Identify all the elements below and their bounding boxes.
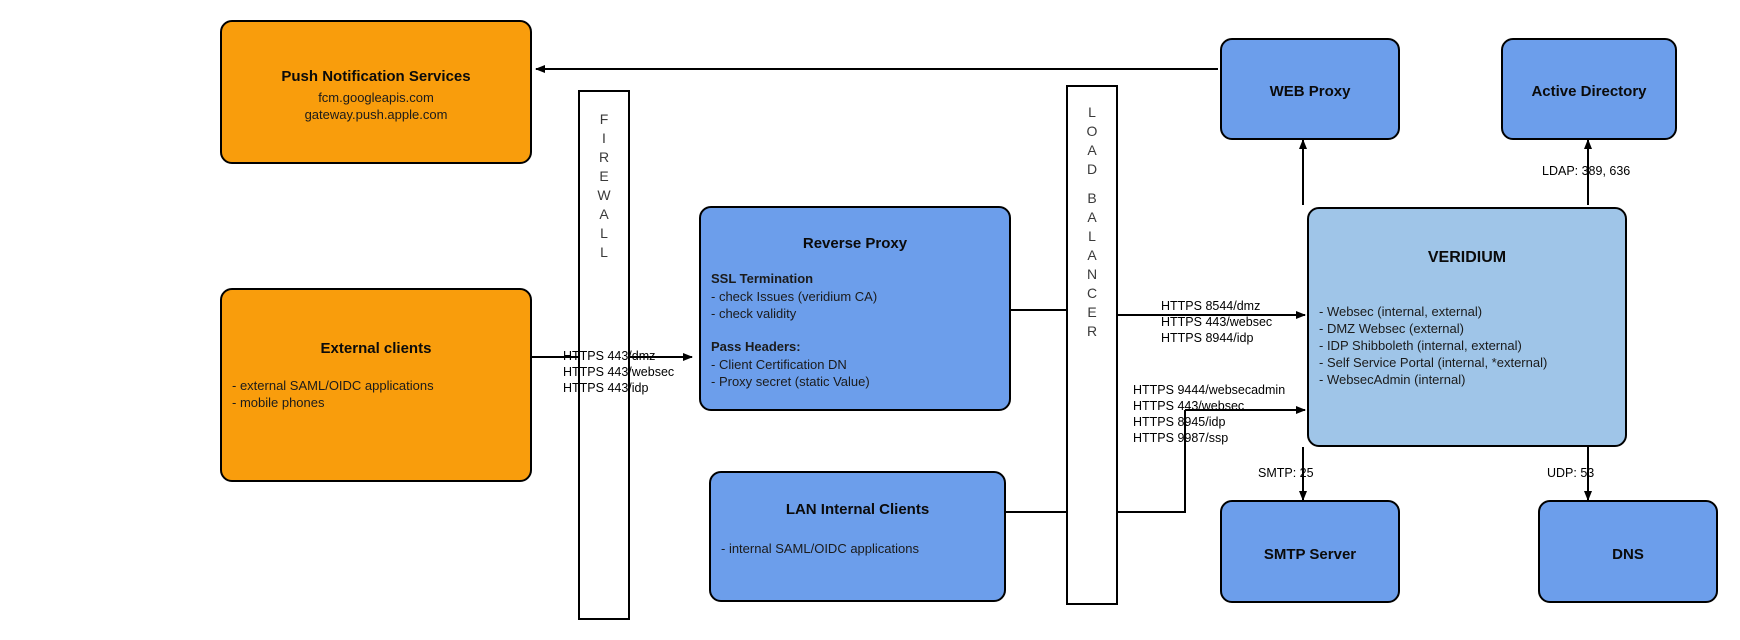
firewall-letter-3: E: [599, 168, 609, 184]
edge-label-clients-to-firewall-1: HTTPS 443/websec: [563, 365, 675, 379]
load-balancer-letter-b0: B: [1087, 190, 1097, 206]
firewall-letter-1: I: [602, 130, 606, 146]
edge-label-lb-upper-1: HTTPS 443/websec: [1161, 315, 1273, 329]
edge-label-lb-to-veridium-lower: HTTPS 9444/websecadmin HTTPS 443/websec …: [1133, 382, 1285, 446]
load-balancer-letter-b4: N: [1086, 266, 1098, 282]
reverse-proxy-section1-item-1: - check validity: [711, 306, 797, 321]
external-clients-item-1: - mobile phones: [232, 395, 325, 410]
lan-internal-clients-title: LAN Internal Clients: [785, 501, 930, 518]
edge-label-lb-to-veridium-upper: HTTPS 8544/dmz HTTPS 443/websec HTTPS 89…: [1161, 298, 1272, 346]
edge-label-lb-lower-2: HTTPS 8945/idp: [1133, 415, 1226, 429]
node-load-balancer[interactable]: L O A D B A L A N C E R: [1066, 85, 1118, 605]
reverse-proxy-section1-item-0: - check Issues (veridium CA): [711, 289, 878, 304]
reverse-proxy-section1-heading: SSL Termination: [711, 271, 814, 286]
veridium-item-2: - IDP Shibboleth (internal, external): [1319, 338, 1522, 353]
veridium-item-4: - WebsecAdmin (internal): [1319, 372, 1466, 387]
load-balancer-letter-b2: L: [1088, 228, 1096, 244]
edge-label-smtp: SMTP: 25: [1258, 466, 1314, 480]
firewall-letter-0: F: [599, 111, 609, 127]
push-notification-line1: fcm.googleapis.com: [318, 90, 434, 105]
lan-internal-clients-item-0: - internal SAML/OIDC applications: [721, 541, 919, 556]
reverse-proxy-section2-item-1: - Proxy secret (static Value): [711, 374, 870, 389]
load-balancer-letter-t1: O: [1086, 123, 1098, 139]
push-notification-line2: gateway.push.apple.com: [304, 107, 448, 122]
load-balancer-letter-t2: A: [1087, 142, 1097, 158]
active-directory-title: Active Directory: [1531, 83, 1647, 100]
firewall-label: F I R E W A L L: [580, 110, 628, 262]
edge-label-ldap: LDAP: 389, 636: [1542, 164, 1631, 178]
smtp-server-title: SMTP Server: [1263, 546, 1357, 563]
node-lan-internal-clients[interactable]: LAN Internal Clients - internal SAML/OID…: [709, 471, 1006, 602]
node-web-proxy[interactable]: WEB Proxy: [1220, 38, 1400, 140]
load-balancer-letter-b7: R: [1086, 323, 1098, 339]
edge-label-lb-upper-0: HTTPS 8544/dmz: [1161, 299, 1261, 313]
external-clients-item-0: - external SAML/OIDC applications: [232, 378, 434, 393]
node-dns[interactable]: DNS: [1538, 500, 1718, 603]
edge-label-lb-upper-2: HTTPS 8944/idp: [1161, 331, 1254, 345]
firewall-letter-6: L: [600, 225, 608, 241]
veridium-item-3: - Self Service Portal (internal, *extern…: [1319, 355, 1548, 370]
load-balancer-letter-b3: A: [1087, 247, 1097, 263]
veridium-title: VERIDIUM: [1427, 249, 1507, 266]
firewall-letter-5: A: [599, 206, 609, 222]
load-balancer-letter-b6: E: [1087, 304, 1097, 320]
veridium-item-0: - Websec (internal, external): [1319, 304, 1483, 319]
firewall-letter-2: R: [598, 149, 610, 165]
load-balancer-letter-t3: D: [1086, 161, 1098, 177]
node-reverse-proxy[interactable]: Reverse Proxy SSL Termination - check Is…: [699, 206, 1011, 411]
edge-label-clients-to-firewall-2: HTTPS 443/idp: [563, 381, 649, 395]
load-balancer-letter-t0: L: [1088, 104, 1096, 120]
edge-label-clients-to-firewall-0: HTTPS 443/dmz: [563, 349, 656, 363]
load-balancer-label: L O A D B A L A N C E R: [1068, 103, 1116, 341]
reverse-proxy-section2-heading: Pass Headers:: [711, 339, 801, 354]
edge-label-clients-to-firewall: HTTPS 443/dmz HTTPS 443/websec HTTPS 443…: [563, 348, 674, 396]
edge-label-lb-lower-0: HTTPS 9444/websecadmin: [1133, 383, 1286, 397]
load-balancer-letter-b5: C: [1086, 285, 1098, 301]
load-balancer-word-gap: [1068, 179, 1116, 189]
node-firewall[interactable]: F I R E W A L L: [578, 90, 630, 620]
dns-title: DNS: [1612, 546, 1644, 563]
edge-label-lb-lower-3: HTTPS 9987/ssp: [1133, 431, 1229, 445]
edge-label-lb-lower-1: HTTPS 443/websec: [1133, 399, 1245, 413]
web-proxy-title: WEB Proxy: [1269, 83, 1351, 100]
reverse-proxy-section2-item-0: - Client Certification DN: [711, 357, 847, 372]
node-external-clients[interactable]: External clients - external SAML/OIDC ap…: [220, 288, 532, 482]
firewall-letter-7: L: [600, 244, 608, 260]
external-clients-title: External clients: [320, 340, 432, 357]
reverse-proxy-title: Reverse Proxy: [802, 235, 908, 252]
edge-label-udp: UDP: 53: [1547, 466, 1595, 480]
node-active-directory[interactable]: Active Directory: [1501, 38, 1677, 140]
node-smtp-server[interactable]: SMTP Server: [1220, 500, 1400, 603]
firewall-letter-4: W: [597, 187, 611, 203]
load-balancer-letter-b1: A: [1087, 209, 1097, 225]
node-push-notification-services[interactable]: Push Notification Services fcm.googleapi…: [220, 20, 532, 164]
node-veridium[interactable]: VERIDIUM - Websec (internal, external) -…: [1307, 207, 1627, 447]
push-notification-title: Push Notification Services: [281, 68, 471, 85]
veridium-item-1: - DMZ Websec (external): [1319, 321, 1464, 336]
